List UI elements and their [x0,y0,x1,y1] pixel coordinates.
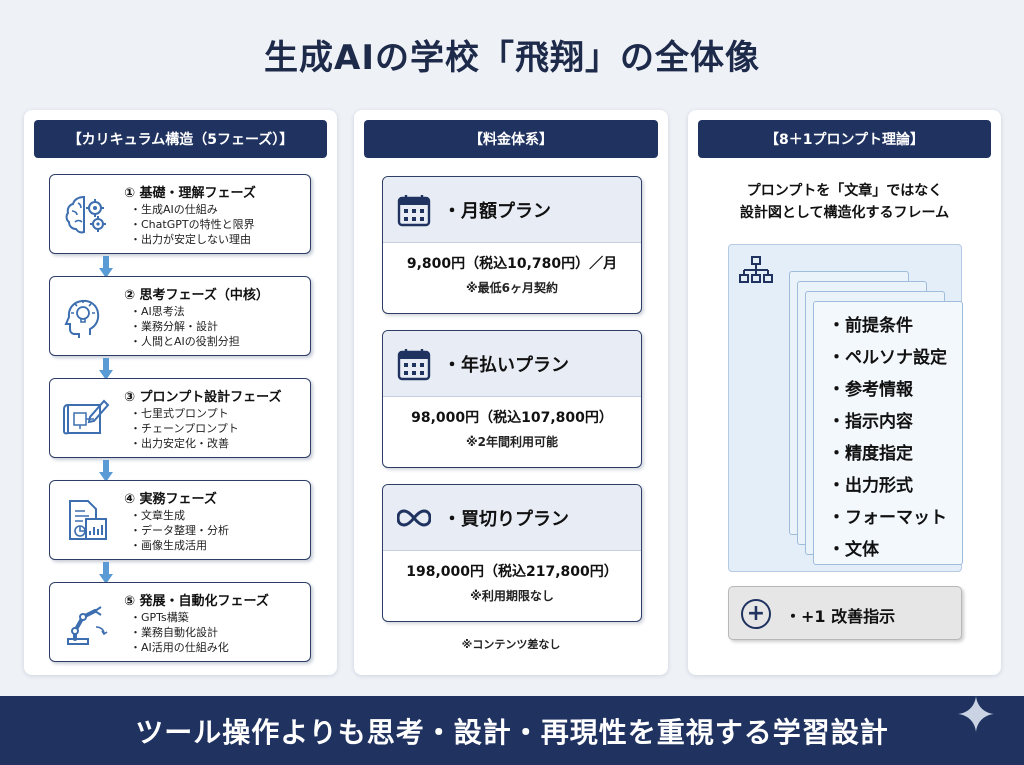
sparkle-icon [958,696,994,732]
down-arrow-icon [99,460,113,482]
plan-card-annual: ・年払いプラン 98,000円（税込107,800円） ※2年間利用可能 [382,330,642,468]
plan-name: ・買切りプラン [443,509,569,530]
phase-title: ② 思考フェーズ（中核） [124,288,269,303]
brain-gear-icon [58,187,114,243]
phase-item: 業務自動化設計 [130,625,229,640]
plan-note: ※最低6ヶ月契約 [465,281,559,295]
curriculum-header: 【カリキュラム構造（5フェーズ）】 [34,120,327,158]
improvement-box: + ・+1 改善指示 [728,586,962,640]
hierarchy-icon [739,256,773,283]
calendar-icon [397,195,431,227]
pricing-header: 【料金体系】 [364,120,658,158]
robot-arm-icon [58,595,114,651]
phase-title: ⑤ 発展・自動化フェーズ [124,594,269,609]
phase-card-5: ⑤ 発展・自動化フェーズ GPTs構築 業務自動化設計 AI活用の仕組み化 [49,582,311,662]
phase-title: ③ プロンプト設計フェーズ [124,390,282,405]
prompt-theory-description: プロンプトを「文章」ではなく 設計図として構造化するフレーム [688,180,1001,224]
down-arrow-icon [99,256,113,278]
phase-card-2: ② 思考フェーズ（中核） AI思考法 業務分解・設計 人間とAIの役割分担 [49,276,311,356]
down-arrow-icon [99,358,113,380]
framework-item: 参考情報 [828,374,962,406]
phase-title: ④ 実務フェーズ [124,492,217,507]
description-line: プロンプトを「文章」ではなく [746,183,943,199]
phase-item-list: GPTs構築 業務自動化設計 AI活用の仕組み化 [130,610,229,655]
pricing-footnote: ※コンテンツ差なし [461,638,561,651]
prompt-theory-header: 【8＋1プロンプト理論】 [698,120,991,158]
description-line: 設計図として構造化するフレーム [739,205,950,221]
phase-card-1: ① 基礎・理解フェーズ 生成AIの仕組み ChatGPTの特性と限界 出力が安定… [49,174,311,254]
plan-card-head: ・月額プラン [383,177,641,243]
plan-price: 9,800円（税込10,780円）／月 [406,256,618,272]
framework-item: 出力形式 [828,470,962,502]
bottom-banner: ツール操作よりも思考・設計・再現性を重視する学習設計 [0,696,1024,765]
plan-price: 98,000円（税込107,800円） [411,410,613,426]
framework-item-list: 前提条件 ペルソナ設定 参考情報 指示内容 精度指定 出力形式 フォーマット 文… [813,301,963,565]
phase-item: 七里式プロンプト [130,406,239,421]
plan-card-head: ・買切りプラン [383,485,641,551]
framework-box: 前提条件 ペルソナ設定 参考情報 指示内容 精度指定 出力形式 フォーマット 文… [728,244,963,572]
phase-item: 生成AIの仕組み [130,202,255,217]
phase-item: 出力安定化・改善 [130,436,239,451]
phase-item: 人間とAIの役割分担 [130,334,240,349]
framework-item: 精度指定 [828,438,962,470]
plan-card-head: ・年払いプラン [383,331,641,397]
phase-item: GPTs構築 [130,610,229,625]
phase-item: AI活用の仕組み化 [130,640,229,655]
improvement-label: ・+1 改善指示 [785,607,896,626]
plus-circle-icon: + [741,599,771,629]
phase-card-3: ③ プロンプト設計フェーズ 七里式プロンプト チェーンプロンプト 出力安定化・改… [49,378,311,458]
plan-note: ※利用期限なし [470,589,554,603]
blueprint-pencil-icon [58,391,114,447]
head-lightbulb-icon [58,289,114,345]
down-arrow-icon [99,562,113,584]
framework-item: 指示内容 [828,406,962,438]
plan-name: ・年払いプラン [443,355,569,376]
phase-card-4: ④ 実務フェーズ 文章生成 データ整理・分析 画像生成活用 [49,480,311,560]
phase-item-list: 文章生成 データ整理・分析 画像生成活用 [130,508,229,553]
plan-name: ・月額プラン [443,201,551,222]
phase-item: AI思考法 [130,304,240,319]
infinity-icon [397,509,431,527]
phase-item: チェーンプロンプト [130,421,239,436]
plan-card-monthly: ・月額プラン 9,800円（税込10,780円）／月 ※最低6ヶ月契約 [382,176,642,314]
phase-item: 業務分解・設計 [130,319,240,334]
pricing-panel: 【料金体系】 ・月額プラン 9,800円（税込10,780円）／月 ※最低6ヶ月… [354,110,668,675]
curriculum-panel: 【カリキュラム構造（5フェーズ）】 ① 基礎・理解フェーズ 生成AIの仕組み C… [24,110,337,675]
framework-item: 文体 [828,534,962,566]
phase-item-list: 七里式プロンプト チェーンプロンプト 出力安定化・改善 [130,406,239,451]
prompt-theory-panel: 【8＋1プロンプト理論】 プロンプトを「文章」ではなく 設計図として構造化するフ… [688,110,1001,675]
plan-note: ※2年間利用可能 [465,435,559,449]
phase-item: 文章生成 [130,508,229,523]
framework-item: 前提条件 [828,310,962,342]
document-chart-icon [58,493,114,549]
calendar-icon [397,349,431,381]
page-title: 生成AIの学校「飛翔」の全体像 [264,38,760,78]
phase-item: 画像生成活用 [130,538,229,553]
plan-card-lifetime: ・買切りプラン 198,000円（税込217,800円） ※利用期限なし [382,484,642,622]
phase-item-list: AI思考法 業務分解・設計 人間とAIの役割分担 [130,304,240,349]
phase-item-list: 生成AIの仕組み ChatGPTの特性と限界 出力が安定しない理由 [130,202,255,247]
phase-item: ChatGPTの特性と限界 [130,217,255,232]
phase-item: 出力が安定しない理由 [130,232,255,247]
framework-item: ペルソナ設定 [828,342,962,374]
framework-item: フォーマット [828,502,962,534]
plan-price: 198,000円（税込217,800円） [406,564,618,580]
phase-item: データ整理・分析 [130,523,229,538]
phase-title: ① 基礎・理解フェーズ [124,186,256,201]
